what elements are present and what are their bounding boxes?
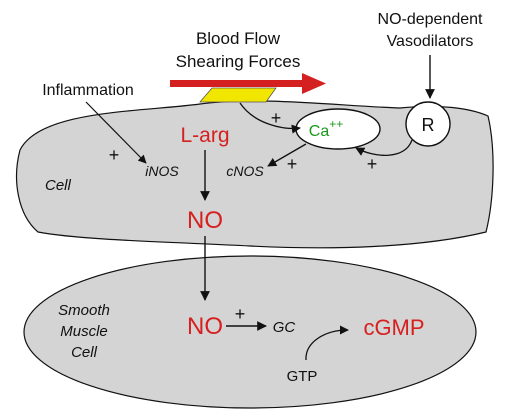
shearing-forces-label: Shearing Forces (176, 52, 301, 71)
l-arginine-label: L-arg (180, 124, 229, 147)
plus-inflammation: + (109, 145, 120, 165)
blood-flow-label: Blood Flow (196, 29, 281, 48)
gtp-to-cgmp-arrow (305, 325, 349, 361)
smooth-muscle-cell-shape (23, 255, 477, 409)
no-smooth-muscle-label: NO (187, 313, 223, 340)
calcium-to-cnos-arrow (267, 143, 307, 167)
cnos-label: cNOS (226, 163, 264, 179)
plus-gc: + (235, 304, 246, 324)
mechanosensor (199, 87, 277, 103)
inflammation-label: Inflammation (42, 82, 134, 99)
blood-flow-arrow (170, 73, 326, 94)
smooth-muscle-label-line3: Cell (71, 344, 98, 361)
receptor-to-calcium-arrow (355, 139, 413, 157)
vasodilators-label-line2: Vasodilators (387, 33, 474, 50)
gtp-label: GTP (287, 368, 318, 385)
smooth-muscle-label-line2: Muscle (60, 323, 108, 340)
plus-shear: + (271, 108, 282, 128)
mechanosensor-to-calcium-arrow (239, 102, 301, 134)
plus-receptor: + (367, 154, 378, 174)
endothelial-cell-label: Cell (45, 177, 72, 194)
inos-label: iNOS (145, 163, 179, 179)
smooth-muscle-label-line1: Smooth (58, 302, 110, 319)
cgmp-label: cGMP (363, 315, 424, 340)
calcium-label: Ca++ (309, 117, 343, 140)
gc-label: GC (273, 319, 296, 336)
vasodilators-label-line1: NO-dependent (378, 11, 484, 28)
receptor-circle (405, 101, 451, 147)
plus-cnos: + (287, 154, 298, 174)
no-endothelial-label: NO (187, 207, 223, 234)
receptor-label: R (422, 115, 435, 135)
inflammation-to-inos-arrow (85, 101, 147, 164)
